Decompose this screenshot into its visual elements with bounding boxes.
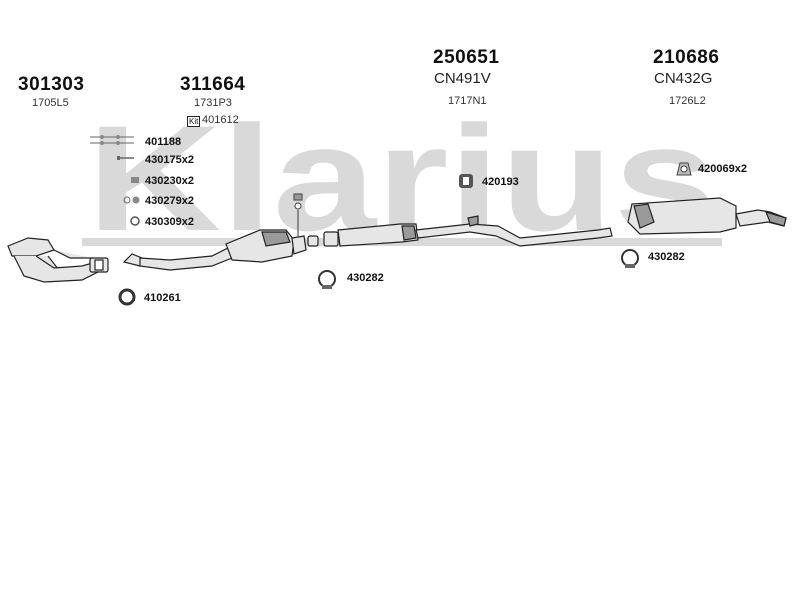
kit-number: 401612 [202,114,239,126]
fitting-label: 401188 [145,136,182,148]
fitting-label: 420069x2 [698,163,747,175]
fitting-label: 430175x2 [145,154,194,166]
catalyst-part [122,193,319,271]
fitting-label: 420193 [482,176,519,188]
gasket-set-icon [90,135,134,145]
fitting-label: 430279x2 [145,195,194,207]
part-number-downpipe: 301303 [18,74,85,95]
part-code-middle-silencer: CN491V [434,70,491,87]
part-code-rear-silencer: CN432G [654,70,713,87]
part-sub-rear-silencer: 1726L2 [669,95,706,107]
fitting-label: 430282 [347,272,384,284]
kit-badge: Kit [187,116,201,127]
fitting-label: 430282 [648,251,685,263]
clamp-icon [318,270,336,289]
washer-icon [123,196,140,204]
clamp-icon [621,249,639,268]
part-sub-catalyst: 1731P3 [194,97,232,109]
part-sub-middle-silencer: 1717N1 [448,95,487,107]
part-number-catalyst: 311664 [180,74,246,95]
hanger-icon [676,162,692,176]
downpipe-part [7,237,109,283]
fitting-label: 430309x2 [145,216,194,228]
middle-silencer-part [323,215,613,247]
mounting-rubber-icon [459,174,473,188]
part-sub-downpipe: 1705L5 [32,97,69,109]
rear-silencer-part [627,197,787,235]
bolt-icon [117,156,134,160]
part-number-middle-silencer: 250651 [433,47,500,68]
part-number-rear-silencer: 210686 [653,47,720,68]
spring-icon [130,216,140,226]
fitting-label: 430230x2 [145,175,194,187]
ring-gasket-icon [118,288,136,306]
nut-icon [131,177,139,183]
fitting-label: 410261 [144,292,181,304]
